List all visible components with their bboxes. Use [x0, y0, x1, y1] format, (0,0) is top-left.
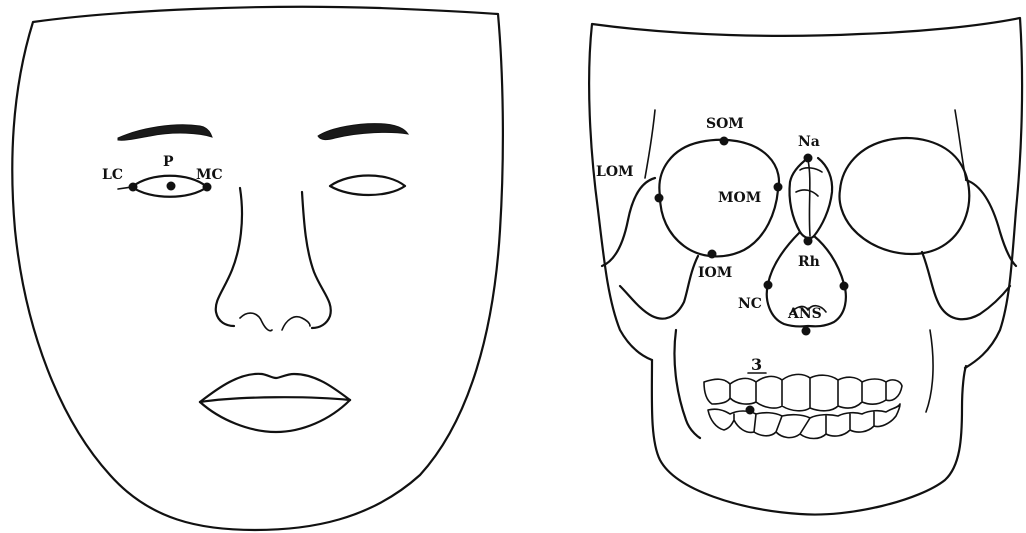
right-cheek-contour [922, 252, 1010, 319]
upper-teeth [704, 374, 902, 410]
landmark-som-dot [720, 137, 729, 146]
skull-panel: SOM Na LOM MOM Rh IOM NC ANS 3 [589, 18, 1022, 515]
label-p: P [163, 154, 174, 170]
left-cheek-contour [620, 256, 698, 319]
landmark-tooth-3-dot [746, 406, 755, 415]
label-lom: LOM [596, 164, 634, 180]
nasal-suture [808, 160, 810, 236]
landmark-lom-dot [655, 194, 664, 203]
label-nc: NC [738, 296, 762, 312]
right-eye [330, 176, 405, 196]
label-som: SOM [706, 116, 744, 132]
label-iom: IOM [698, 265, 732, 281]
left-eyebrow [118, 125, 212, 140]
mandible-ramus-right [926, 330, 933, 412]
left-temporal-line [645, 110, 655, 178]
lower-teeth [708, 404, 900, 439]
right-eyebrow [318, 124, 408, 140]
lower-lip [200, 400, 350, 432]
label-ans: ANS [787, 306, 822, 322]
nostril-left [240, 313, 272, 331]
nasal-bones [789, 158, 832, 238]
lip-line [200, 397, 350, 402]
landmark-lc-dot [129, 183, 138, 192]
right-zygomatic [966, 180, 1016, 266]
landmark-ans-dot [802, 327, 811, 336]
label-lc: LC [102, 167, 123, 183]
right-orbit [840, 138, 970, 254]
label-mc: MC [196, 167, 223, 183]
nose-bridge-right [302, 192, 331, 328]
face-panel: LC P MC [12, 7, 503, 530]
mandible [652, 330, 966, 515]
landmark-mom-dot [774, 183, 783, 192]
left-zygomatic [602, 178, 655, 266]
landmark-iom-dot [708, 250, 717, 259]
landmark-p-dot [167, 182, 176, 191]
landmark-na-dot [804, 154, 813, 163]
landmark-mc-dot [203, 183, 212, 192]
label-mom: MOM [718, 190, 761, 206]
face-outline [12, 7, 503, 530]
label-rh: Rh [798, 254, 820, 270]
landmark-nc-right-dot [840, 282, 849, 291]
landmark-rh-dot [804, 237, 813, 246]
landmark-nc-left-dot [764, 281, 773, 290]
nostril-right [282, 317, 310, 330]
label-na: Na [798, 134, 820, 150]
nose-bridge-left [216, 188, 242, 326]
label-tooth-number: 3 [751, 355, 762, 374]
